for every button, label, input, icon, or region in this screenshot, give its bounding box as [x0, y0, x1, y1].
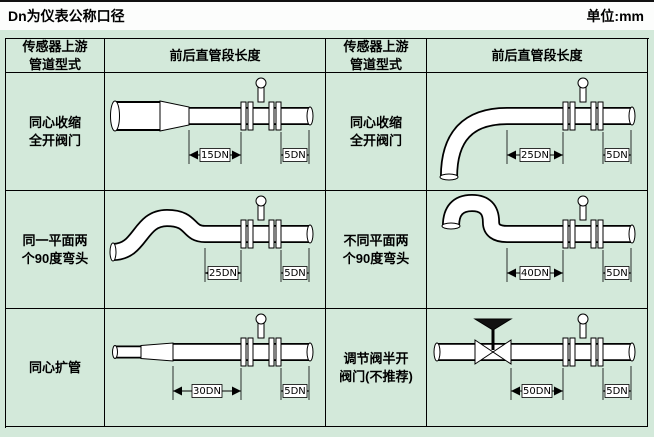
row1-left-label: 同心收缩 全开阀门	[6, 73, 105, 191]
downstream-dimension: 5DN	[602, 366, 632, 400]
diagram-two-90-elbows-same-plane: 25DN 5DN	[109, 195, 314, 282]
diagram-cell: 40DN 5DN	[427, 191, 648, 309]
downstream-dimension: 5DN	[280, 366, 310, 400]
pipe-graphic	[109, 208, 314, 262]
diagram-two-90-elbows-different-planes: 40DN 5DN	[441, 193, 636, 282]
upstream-dimension: 25DN	[506, 130, 564, 164]
diagram-concentric-reducer: 15DN 5DN	[110, 77, 314, 164]
header-straight-length-left: 前后直管段长度	[105, 39, 326, 73]
diagram-cell: 50DN 5DN	[427, 309, 648, 427]
upstream-dimension: 25DN	[204, 248, 242, 282]
diagram-half-open-control-valve: 50DN 5DN	[433, 313, 636, 400]
upstream-dimension-label: 30DN	[193, 386, 221, 397]
downstream-dimension-label: 5DN	[284, 386, 306, 397]
upstream-dimension: 40DN	[506, 248, 564, 282]
row2-left-label: 同一平面两 个90度弯头	[6, 191, 105, 309]
header-straight-length-right: 前后直管段长度	[427, 39, 648, 73]
top-note-bar: Dn为仪表公称口径 单位:mm	[0, 0, 654, 30]
downstream-dimension: 5DN	[280, 130, 310, 164]
pipe-graphic	[112, 342, 314, 362]
diagram-concentric-expander: 30DN 5DN	[112, 313, 314, 400]
diagram-single-90-degree-elbow: 25DN 5DN	[439, 77, 636, 181]
upstream-dimension-label: 25DN	[209, 268, 237, 279]
unit-note: 单位:mm	[586, 8, 644, 24]
diagram-cell: 25DN 5DN	[427, 73, 648, 191]
downstream-dimension: 5DN	[602, 130, 632, 164]
upstream-dimension-label: 50DN	[523, 386, 551, 397]
diameter-note: Dn为仪表公称口径	[8, 8, 125, 24]
control-valve-symbol	[473, 318, 513, 365]
upstream-dimension: 15DN	[188, 130, 242, 164]
upstream-dimension-label: 15DN	[201, 150, 229, 161]
upstream-dimension: 30DN	[172, 366, 242, 400]
upstream-dimension-label: 40DN	[521, 268, 549, 279]
downstream-dimension-label: 5DN	[606, 150, 628, 161]
header-pipe-type-right: 传感器上游 管道型式	[326, 39, 427, 73]
pipe-graphic	[439, 106, 636, 181]
upstream-dimension-label: 25DN	[521, 150, 549, 161]
downstream-dimension-label: 5DN	[284, 268, 306, 279]
downstream-dimension-label: 5DN	[284, 150, 306, 161]
downstream-dimension: 5DN	[280, 248, 310, 282]
pipe-graphic	[433, 342, 636, 362]
downstream-dimension-label: 5DN	[606, 386, 628, 397]
pipe-graphic	[110, 100, 314, 132]
row3-right-label: 调节阀半开 阀门(不推荐)	[326, 309, 427, 427]
row3-left-label: 同心扩管	[6, 309, 105, 427]
diagram-cell: 25DN 5DN	[105, 191, 326, 309]
downstream-dimension: 5DN	[602, 248, 632, 282]
diagram-cell: 15DN 5DN	[105, 73, 326, 191]
header-pipe-type-left: 传感器上游 管道型式	[6, 39, 105, 73]
row1-right-label: 同心收缩 全开阀门	[326, 73, 427, 191]
pipe-graphic	[441, 193, 636, 244]
installation-table: 传感器上游 管道型式 前后直管段长度 传感器上游 管道型式 前后直管段长度 同心…	[5, 38, 649, 428]
diagram-cell: 30DN 5DN	[105, 309, 326, 427]
downstream-dimension-label: 5DN	[606, 268, 628, 279]
upstream-dimension: 50DN	[510, 368, 564, 400]
row2-right-label: 不同平面两 个90度弯头	[326, 191, 427, 309]
